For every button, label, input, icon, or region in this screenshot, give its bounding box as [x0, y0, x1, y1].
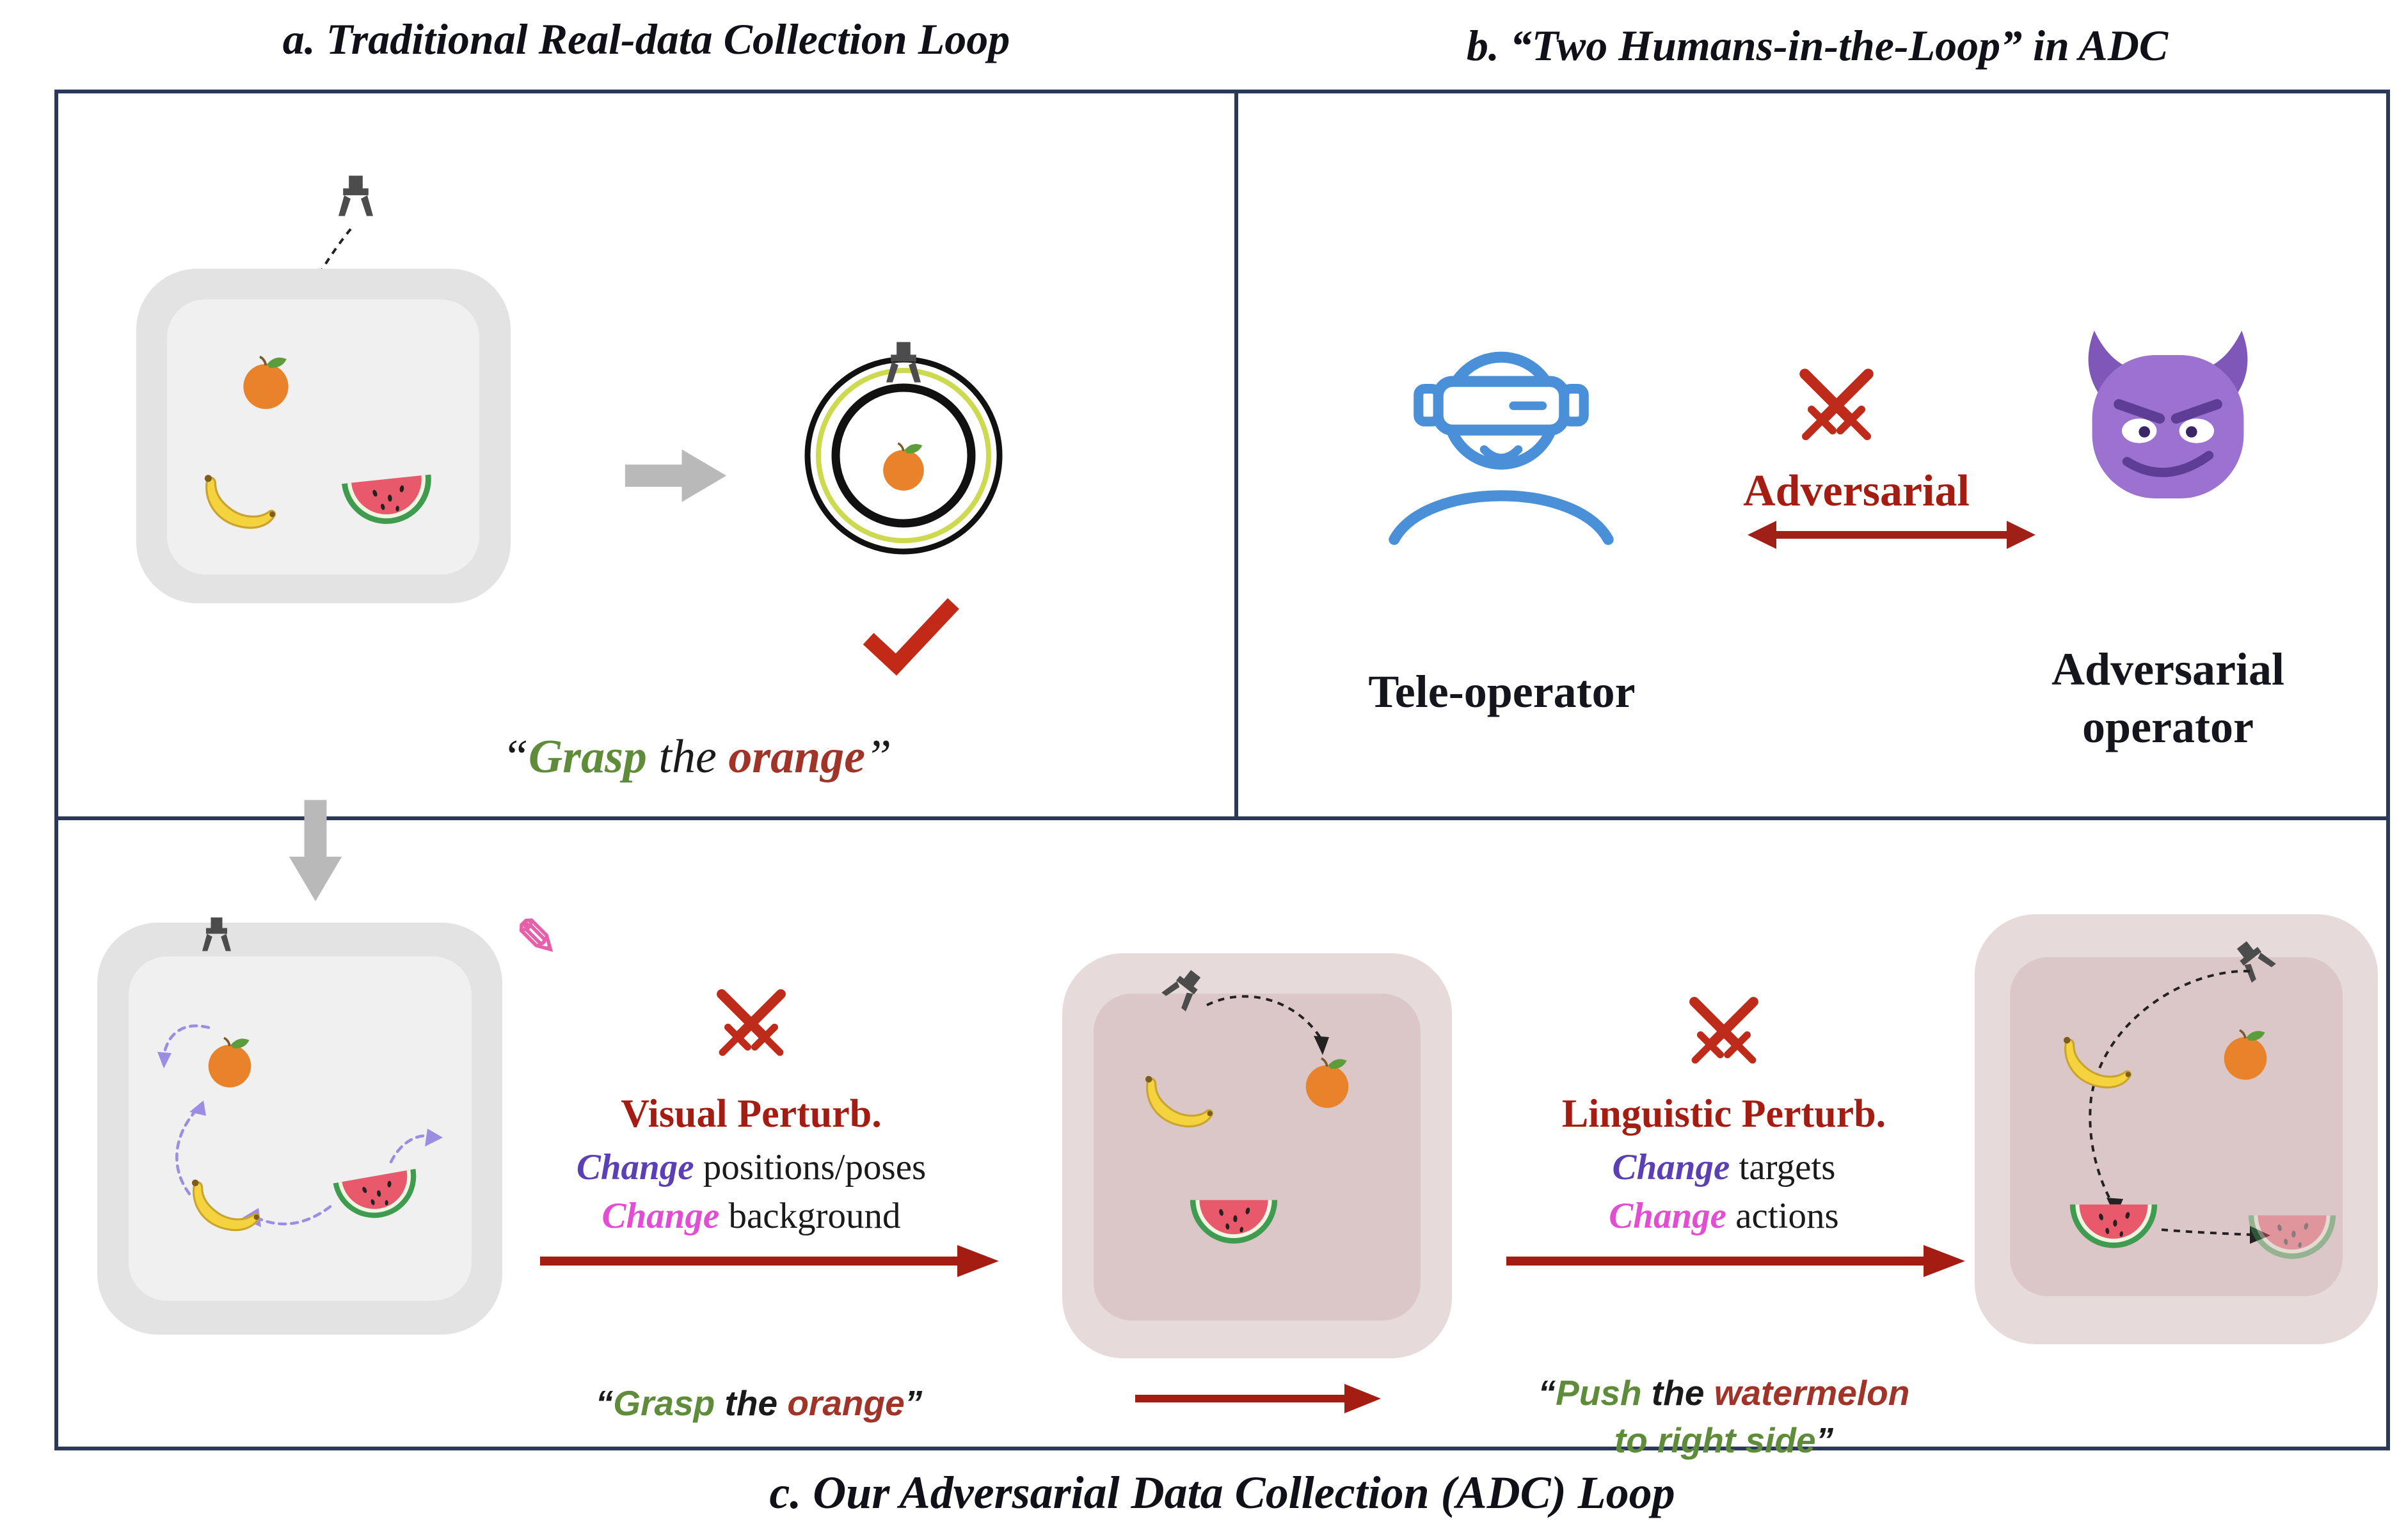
panel-a-title: a. Traditional Real-data Collection Loop — [282, 15, 1010, 63]
change-word: Change — [1612, 1147, 1730, 1187]
open-quote: “ — [502, 731, 529, 783]
grasp-instruction: “Grasp the orange” — [503, 1379, 1015, 1427]
adversarial-label: Adversarial — [1743, 466, 1970, 516]
banana-icon — [196, 466, 285, 537]
watermelon-ghost-icon — [2245, 1207, 2339, 1262]
checkmark-icon — [855, 592, 967, 676]
caption-object: watermelon — [1714, 1373, 1910, 1413]
watermelon-icon — [2067, 1196, 2160, 1251]
watermelon-icon — [1187, 1192, 1280, 1247]
tray-inner — [167, 299, 479, 575]
crossed-swords-icon — [1679, 987, 1769, 1076]
change-rest: positions/poses — [694, 1147, 927, 1187]
caption-verb: Grasp — [613, 1383, 715, 1423]
linguistic-perturb-line1: Change targets — [1468, 1143, 1980, 1192]
crossed-swords-icon — [706, 979, 796, 1068]
panel-b-title: b. “Two Humans-in-the-Loop” in ADC — [1466, 21, 2169, 70]
tele-operator-label: Tele-operator — [1368, 666, 1636, 717]
panel-b: Tele-operator Adversarial Adversarial op… — [1234, 90, 2390, 820]
caption-transition-arrow — [1135, 1384, 1381, 1413]
close-quote: ” — [865, 731, 892, 783]
caption-middle: the — [1641, 1373, 1714, 1413]
caption-verb: Grasp — [528, 731, 647, 783]
panel-c-title: c. Our Adversarial Data Collection (ADC)… — [769, 1467, 1675, 1518]
pencil-icon: ✎ — [516, 910, 558, 965]
open-quote: “ — [595, 1383, 614, 1423]
adversarial-operator-line1: Adversarial — [2051, 644, 2284, 695]
caption-middle: the — [646, 731, 729, 783]
gray-right-arrow-icon — [621, 445, 730, 506]
push-line1: “Push the watermelon — [1468, 1369, 1980, 1417]
linguistic-perturb-line2: Change actions — [1468, 1192, 1980, 1241]
orange-icon — [1298, 1054, 1356, 1111]
visual-perturb-block: Visual Perturb. Change positions/poses C… — [495, 1091, 1007, 1241]
change-rest: background — [719, 1196, 901, 1237]
caption-middle: the — [715, 1383, 788, 1423]
caption-object: orange — [787, 1383, 905, 1423]
panel-a: “Grasp the orange” — [54, 90, 1238, 820]
orange-icon — [235, 352, 296, 413]
adversarial-operator-line2: operator — [2082, 701, 2254, 752]
linguistic-perturb-block: Linguistic Perturb. Change targets Chang… — [1468, 1091, 1980, 1241]
push-line2: to right side” — [1468, 1417, 1980, 1464]
open-quote: “ — [1538, 1373, 1556, 1413]
change-word: Change — [576, 1147, 694, 1187]
vr-headset-person-icon — [1380, 311, 1623, 554]
perturbation-motion-arrows — [157, 1024, 443, 1227]
change-rest: targets — [1730, 1147, 1836, 1187]
caption-verb: Push — [1556, 1373, 1642, 1413]
change-rest: actions — [1726, 1196, 1839, 1237]
linguistic-perturb-title: Linguistic Perturb. — [1561, 1092, 1886, 1136]
devil-face-icon — [2066, 321, 2270, 512]
banana-icon — [183, 1171, 269, 1239]
adversarial-double-arrow — [1748, 521, 2036, 549]
orange-icon — [2217, 1026, 2274, 1083]
linguistic-perturb-arrow — [1506, 1245, 1965, 1277]
grasp-instruction: “Grasp the orange” — [265, 730, 1129, 784]
tray-inner — [1094, 994, 1421, 1321]
panel-c: ✎ Visual Perturb. Change positions/poses — [54, 816, 2390, 1460]
caption-object: orange — [728, 731, 866, 783]
close-quote: ” — [1815, 1420, 1834, 1461]
gripper-icon — [875, 340, 932, 397]
crossed-swords-icon — [1789, 358, 1884, 454]
gray-down-arrow-icon — [285, 797, 346, 905]
change-word: Change — [602, 1196, 720, 1237]
caption-action: to right side — [1614, 1420, 1816, 1461]
watermelon-icon — [338, 466, 439, 532]
change-word: Change — [1609, 1196, 1726, 1237]
visual-perturb-line1: Change positions/poses — [495, 1143, 1007, 1192]
banana-icon — [2055, 1029, 2141, 1096]
adversarial-operator-label: Adversarial operator — [1944, 640, 2392, 756]
orange-icon — [201, 1033, 259, 1091]
visual-perturb-title: Visual Perturb. — [621, 1092, 882, 1136]
visual-perturb-arrow — [540, 1245, 999, 1277]
push-instruction: “Push the watermelon to right side” — [1468, 1369, 1980, 1465]
tray-inner — [129, 957, 472, 1301]
close-quote: ” — [904, 1383, 923, 1423]
orange-icon — [876, 439, 931, 494]
banana-icon — [1136, 1068, 1223, 1135]
dashed-motion-arrow — [1206, 995, 1329, 1055]
visual-perturb-line2: Change background — [495, 1192, 1007, 1241]
